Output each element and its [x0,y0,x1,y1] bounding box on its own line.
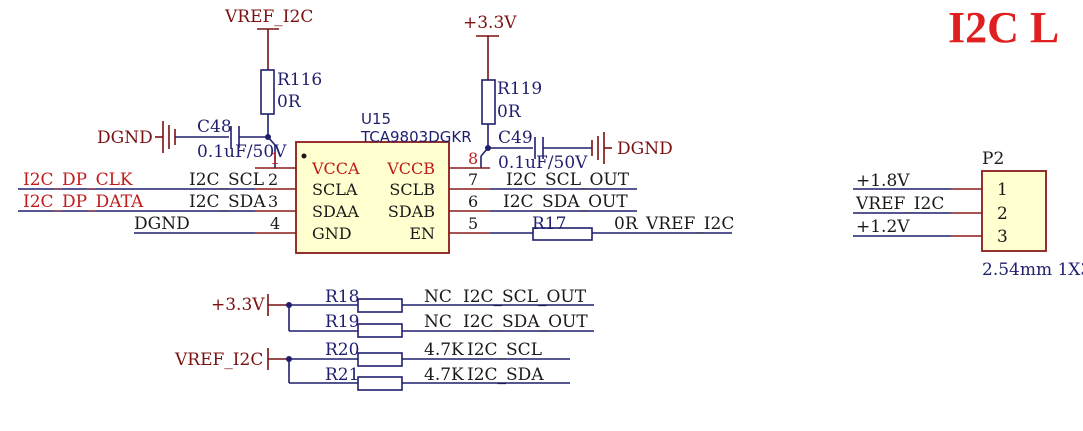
r17-resistor[interactable]: R17 0R [532,214,639,241]
r116-value: 0R [277,92,302,112]
c48-value: 0.1uF/50V [197,142,287,162]
r19-ref: R19 [325,312,359,332]
c49-ref: C49 [498,128,533,148]
r21-resistor[interactable]: R21 4.7K [325,365,464,391]
p2-net-1: +1.8V [856,171,910,191]
r18-value: NC [424,287,452,307]
ic-u15[interactable]: U15 TCA9803DGKR 1 2 3 4 8 7 6 5 VCCA SCL… [255,110,490,254]
c48-capacitor[interactable]: C48 0.1uF/50V [197,117,287,162]
pin-name-vcca: VCCA [311,159,360,178]
pin-num-7: 7 [468,170,478,189]
r19-value: NC [424,312,452,332]
pin1-marker [301,153,307,159]
v33-top-label: +3.3V [463,13,517,33]
vref-top-label: VREF_I2C [224,7,313,27]
net-r18: I2C_SCL_OUT [463,287,587,307]
v33-top-supply: +3.3V [463,13,517,80]
net-r21: I2C_SDA [467,365,544,385]
net-dp-clk: I2C_DP_CLK [23,170,133,190]
pin-name-sclb: SCLB [389,180,435,199]
net-r20: I2C_SCL [467,340,542,360]
ic-designator: U15 [361,110,391,128]
dgnd-right-symbol: DGND [591,132,673,164]
p2-pin-1: 1 [997,180,1008,200]
pin-name-vccb: VCCB [386,159,435,178]
r119-ref: R119 [497,79,542,99]
junction-vref [286,356,292,362]
r19-resistor[interactable]: R19 NC [325,312,452,338]
r116-resistor[interactable]: R116 0R [260,69,322,115]
net-scl-out: I2C_SCL_OUT [506,170,630,190]
pin-num-8: 8 [468,149,478,168]
net-dgnd-left: DGND [134,214,190,234]
vref-bottom-label: VREF_I2C [174,350,263,370]
net-sda-out: I2C_SDA_OUT [503,192,628,212]
vref-bottom-supply: VREF_I2C [174,348,289,370]
p2-ref: P2 [982,149,1004,169]
r18-ref: R18 [325,287,359,307]
c48-ref: C48 [197,117,232,137]
p2-footprint: 2.54mm 1X3 [982,260,1083,280]
pin-num-5: 5 [468,214,478,233]
pin-name-sdaa: SDAA [312,202,359,221]
r20-value: 4.7K [424,340,464,360]
net-i2c-scl-left: I2C_SCL [189,170,264,190]
p2-net-3: +1.2V [856,217,910,237]
p2-pin-2: 2 [997,204,1008,224]
pin-name-scla: SCLA [312,180,358,199]
vref-top-supply: VREF_I2C [224,7,313,70]
dgnd-right-label: DGND [617,139,673,159]
r18-resistor[interactable]: R18 NC [325,287,452,313]
v33-bottom-label: +3.3V [211,295,265,315]
net-r19: I2C_SDA_OUT [463,312,588,332]
pin-num-4: 4 [270,214,280,233]
pin-name-gnd: GND [312,224,352,243]
dgnd-left-symbol: DGND [97,121,176,153]
r17-value: 0R [614,214,639,234]
r119-resistor[interactable]: R119 0R [481,79,542,125]
pin-name-en: EN [409,224,435,243]
pin-num-1: 1 [270,149,280,168]
c49-capacitor[interactable]: C49 0.1uF/50V [498,128,588,173]
r21-value: 4.7K [424,365,464,385]
pin-num-2: 2 [268,170,278,189]
r21-ref: R21 [325,365,359,385]
dgnd-left-label: DGND [97,128,153,148]
pin-num-6: 6 [468,192,478,211]
r20-ref: R20 [325,340,359,360]
ic-part-number: TCA9803DGKR [360,128,472,146]
pin-num-3: 3 [268,192,278,211]
net-en-vref: VREF_I2C [645,214,734,234]
connector-p2[interactable]: P2 1 2 3 2.54mm 1X3 [951,149,1083,280]
net-dp-data: I2C_DP_DATA [23,192,144,212]
sheet-title: I2C L [948,3,1059,52]
v33-bottom-supply: +3.3V [211,294,289,316]
junction-v33 [286,302,292,308]
net-i2c-sda-left: I2C_SDA [189,192,266,212]
r17-ref: R17 [532,214,566,234]
r119-value: 0R [497,102,522,122]
r20-resistor[interactable]: R20 4.7K [325,340,464,367]
p2-net-2: VREF_I2C [855,194,944,214]
r116-ref: R116 [277,70,322,90]
pin-name-sdab: SDAB [388,202,435,221]
c49-value: 0.1uF/50V [498,153,588,173]
p2-pin-3: 3 [997,227,1008,247]
